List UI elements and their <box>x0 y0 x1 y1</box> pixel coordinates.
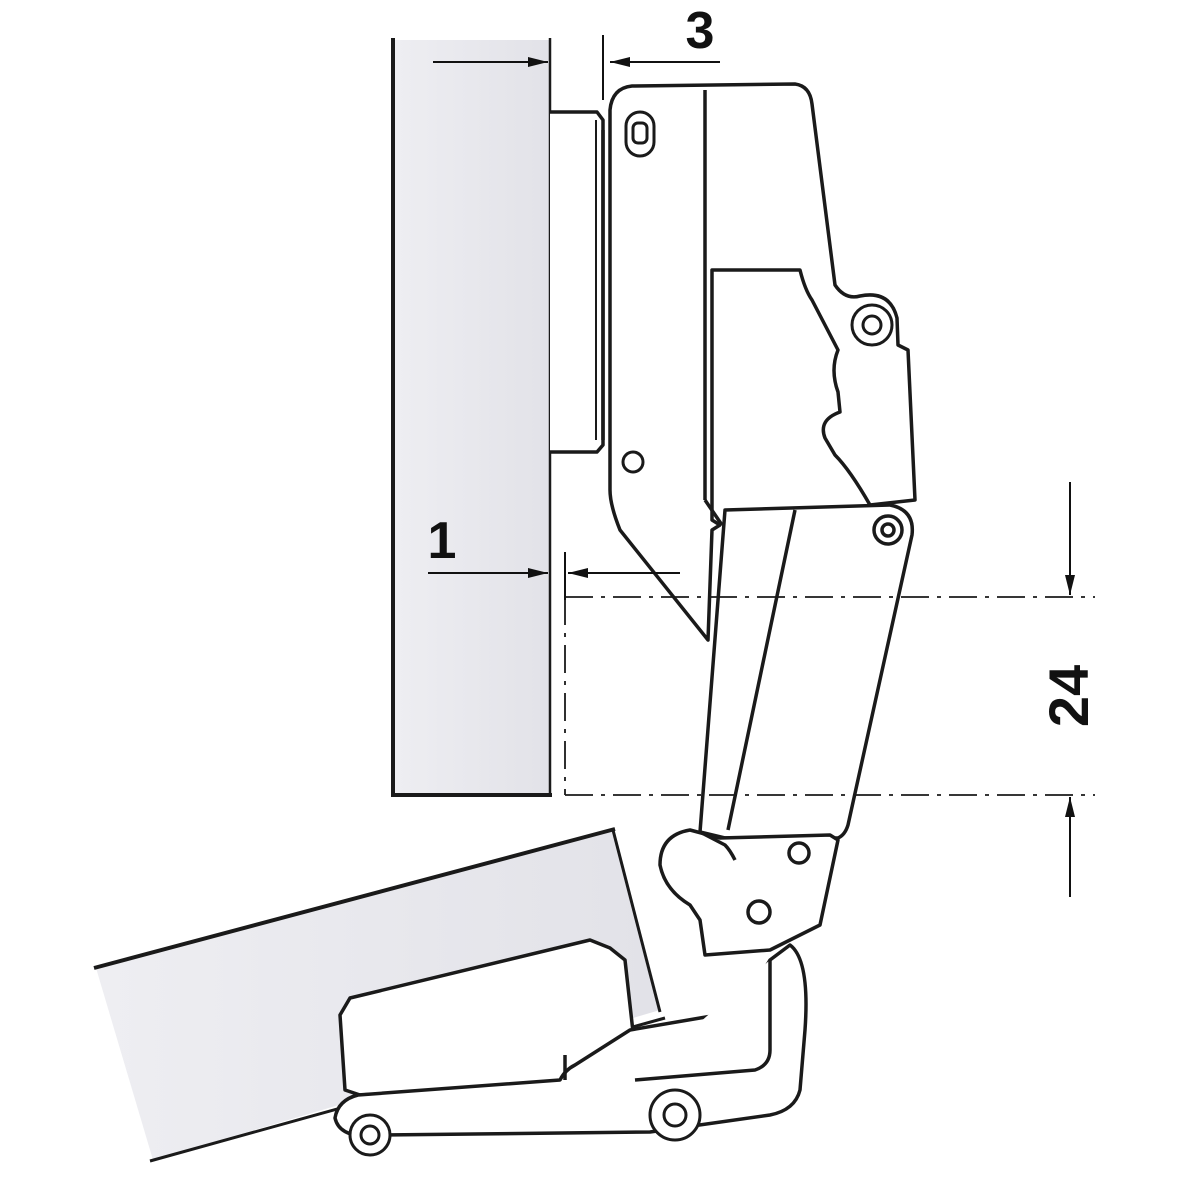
reference-lines <box>564 596 1095 796</box>
hinge-knuckle <box>658 828 840 957</box>
dimension-label-3: 3 <box>686 2 715 60</box>
hinge-cup <box>338 938 637 1097</box>
pivot-lower-left <box>348 1113 392 1157</box>
rivet-arm-hole <box>621 450 645 474</box>
adjustment-slot <box>624 110 656 158</box>
pivot-lower-right <box>648 1088 702 1142</box>
cup-lever <box>333 943 808 1138</box>
side-panel <box>391 38 552 797</box>
dimension-label-24: 24 <box>1037 665 1100 727</box>
dimension-overlay-top <box>433 35 720 100</box>
dimension-gap-side <box>428 552 680 600</box>
rivet-top-right <box>850 303 894 347</box>
hinge-link-arms <box>698 503 915 840</box>
hinge-arm <box>608 82 917 642</box>
dimension-label-1: 1 <box>428 512 457 570</box>
mounting-plate <box>550 110 605 454</box>
